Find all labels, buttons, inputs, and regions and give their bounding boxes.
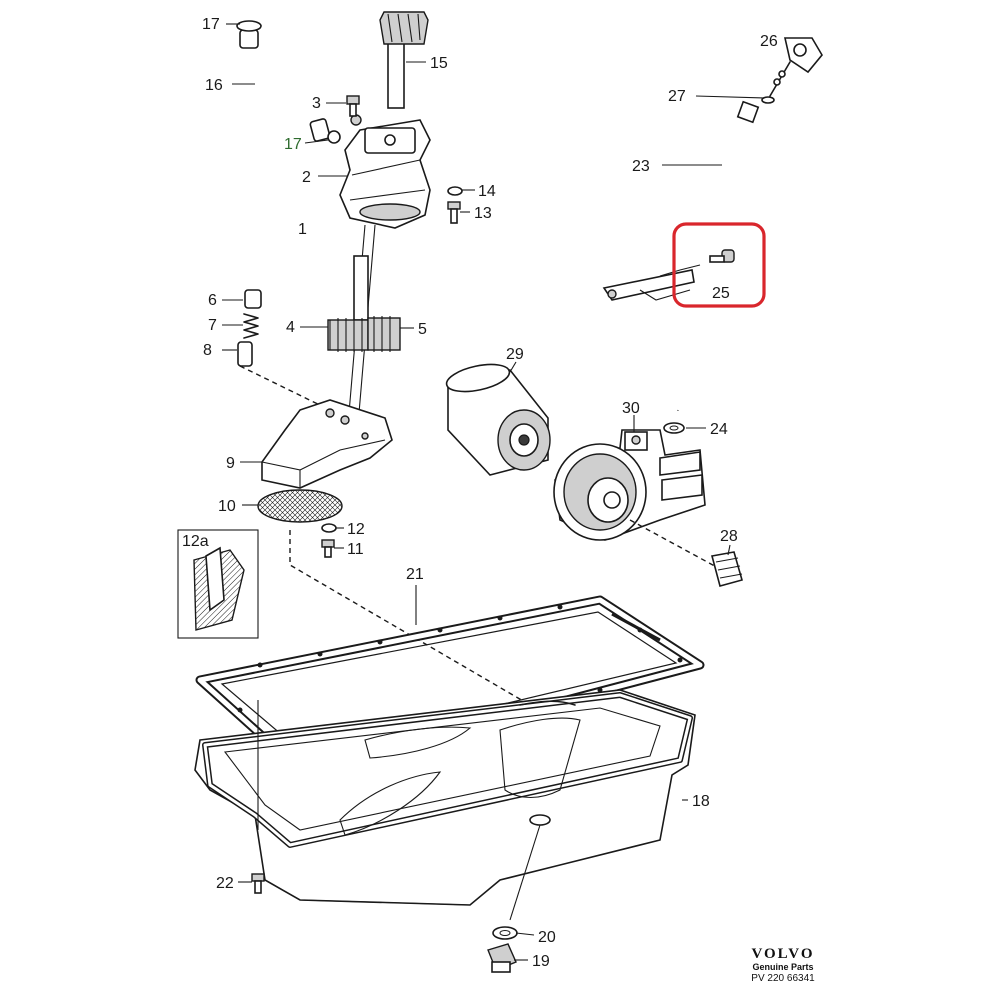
callout-6: 6 — [208, 292, 217, 309]
drain-plug-19 — [487, 943, 517, 973]
inset-12a — [177, 529, 259, 639]
drive-gear-15 — [379, 11, 429, 109]
callout-12: 12 — [347, 521, 365, 538]
callout-7: 7 — [208, 317, 217, 334]
seal-ring-24 — [663, 422, 685, 434]
strainer-10 — [257, 489, 343, 523]
plunger-8 — [237, 341, 253, 367]
callout-15: 15 — [430, 55, 448, 72]
bolt-11 — [321, 539, 335, 558]
callout-13: 13 — [474, 205, 492, 222]
highlight-box-part-25 — [672, 222, 766, 308]
brand-block: VOLVO Genuine Parts PV 220 66341 — [728, 946, 838, 985]
callout-23: 23 — [632, 158, 650, 175]
callout-20: 20 — [538, 929, 556, 946]
diagram-code: PV 220 66341 — [751, 973, 815, 984]
callout-19: 19 — [532, 953, 550, 970]
brand-logo-text: VOLVO — [751, 946, 815, 962]
callout-9: 9 — [226, 455, 235, 472]
callout-26: 26 — [760, 33, 778, 50]
callout-25: 25 — [712, 285, 730, 302]
dashed-guide-2 — [289, 530, 531, 706]
callout-12a: 12a — [182, 533, 209, 550]
callout-1: 1 — [298, 221, 307, 238]
callout-18: 18 — [692, 793, 710, 810]
nipple-28 — [711, 551, 743, 587]
callout-8: 8 — [203, 342, 212, 359]
callout-17-top: 17 — [202, 16, 220, 33]
dipstick-handle-26 — [769, 37, 823, 97]
bracket — [602, 269, 695, 301]
seal-27 — [761, 96, 775, 104]
washer-20 — [492, 926, 518, 940]
washer-12 — [321, 523, 337, 533]
spring-7 — [243, 313, 259, 339]
callout-27: 27 — [668, 88, 686, 105]
oil-pan-18 — [194, 689, 696, 921]
leader-lines — [222, 23, 765, 961]
bolt-3 — [346, 95, 360, 117]
callout-10: 10 — [218, 498, 236, 515]
callout-14: 14 — [478, 183, 496, 200]
dashed-guide-1 — [239, 365, 331, 411]
callout-28: 28 — [720, 528, 738, 545]
callout-29: 29 — [506, 346, 524, 363]
screw-25 — [709, 249, 735, 263]
callout-3: 3 — [312, 95, 321, 112]
callout-24: 24 — [710, 421, 728, 438]
callout-4: 4 — [286, 319, 295, 336]
gear-5 — [367, 316, 401, 352]
brand-subtitle: Genuine Parts — [752, 962, 814, 972]
washer-14 — [447, 186, 463, 196]
bolt-13 — [447, 201, 461, 224]
dipstick-tube-23 — [674, 100, 760, 411]
callout-2: 2 — [302, 169, 311, 186]
callout-30: 30 — [622, 400, 640, 417]
pump-body-9 — [261, 399, 393, 489]
callout-5: 5 — [418, 321, 427, 338]
pump-housing-2 — [339, 114, 431, 229]
callout-16: 16 — [205, 77, 223, 94]
callout-11: 11 — [347, 541, 364, 558]
gear-4 — [327, 318, 369, 352]
dashed-guide-3 — [629, 519, 723, 571]
callout-21: 21 — [406, 566, 424, 583]
filter-housing-30 — [553, 429, 706, 541]
callout-17-pipe: 17 — [284, 136, 302, 153]
oil-filter-29 — [445, 363, 551, 476]
callout-22: 22 — [216, 875, 234, 892]
bolt-22 — [251, 873, 265, 894]
oil-pipe-16 — [236, 20, 341, 144]
valve-cap-6 — [244, 289, 262, 309]
